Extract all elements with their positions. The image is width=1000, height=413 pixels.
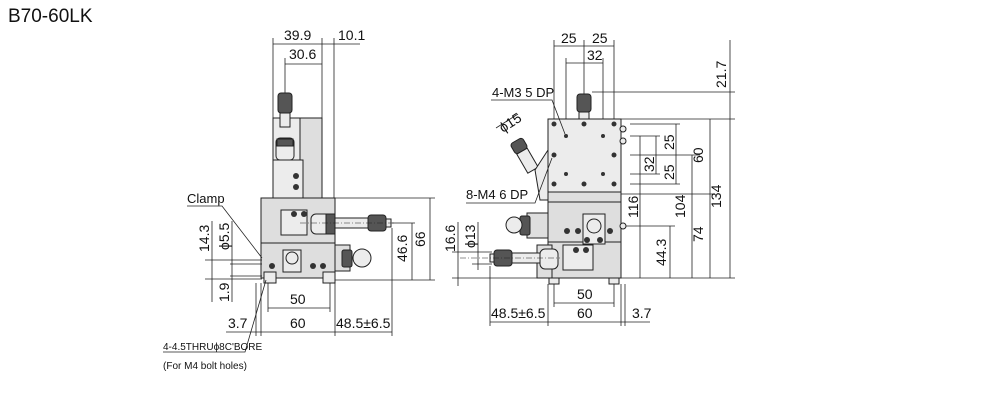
dim-16-6: 16.6 [442,225,458,252]
m4-hole-pattern [551,121,617,187]
screw-icon [291,211,297,217]
dim-dia-13: ϕ13 [462,224,478,248]
dim-116: 116 [625,195,641,218]
screw-icon [269,263,275,269]
angled-micrometer [510,137,539,174]
screw-icon [564,228,570,234]
dim-side-32: 32 [641,156,657,172]
foot [548,277,560,285]
dim-3-7-right: 3.7 [632,305,652,321]
dim-74: 74 [690,226,706,242]
dim-21-7: 21.7 [713,61,729,88]
dim-50: 50 [290,291,306,307]
dim-dia-5-5: ϕ5.5 [216,222,232,250]
dim-top-32: 32 [587,47,603,63]
dim-side-25-b: 25 [661,164,677,180]
dim-46-6: 46.6 [394,235,410,262]
table-base [547,191,622,203]
dim-dia-15: ϕ15 [496,109,525,135]
screw-icon [310,263,316,269]
bolt-hole-note: (For M4 bolt holes) [163,361,247,372]
screw-icon [583,247,589,253]
angled-mount [534,148,549,201]
dim-top-25-b: 25 [592,30,608,46]
micrometer-knob-icon [576,93,592,113]
dim-travel: 48.5±6.5 [336,315,391,331]
bolt-hole-spec: 4-4.5THRUϕ8C'BORE [163,342,263,353]
screw-icon [597,237,603,243]
screw-icon [607,228,613,234]
screw-icon [293,184,299,190]
foot [263,271,277,284]
screw-icon [301,211,307,217]
micrometer-sleeve [279,112,291,128]
dim-60: 60 [290,315,306,331]
dim-14-3: 14.3 [196,225,212,252]
screw-icon [573,247,579,253]
dim-134: 134 [708,184,724,208]
dim-3-7: 3.7 [228,315,248,331]
dim-travel-right: 48.5±6.5 [491,305,546,321]
dim-10-1: 10.1 [338,27,365,43]
side-screw-icon [619,222,627,230]
clamp-knob-icon [285,251,299,265]
right-view: 25 25 32 21.7 32 25 25 60 116 104 74 134… [442,30,735,326]
dim-1-9: 1.9 [216,282,232,302]
dim-44-3: 44.3 [653,239,669,266]
dim-top-25-a: 25 [561,30,577,46]
screw-icon [584,237,590,243]
m3-holes-label: 4-M3 5 DP [492,85,554,100]
foot [608,277,620,285]
drawing-title: B70-60LK [8,6,93,27]
screw-icon [293,173,299,179]
m3-hole-pattern [564,134,605,176]
micrometer-knurl-icon [341,249,353,268]
top-table [547,118,622,193]
screw-icon [575,228,581,234]
dim-side-60: 60 [690,147,706,163]
screw-icon [320,263,326,269]
micrometer-knob-icon [277,92,293,114]
micrometer-thimble [539,248,559,270]
z-axis-carriage [272,159,304,199]
dim-104: 104 [672,194,688,218]
dim-60-right: 60 [577,305,593,321]
m4-holes-label: 8-M4 6 DP [466,187,528,202]
foot [322,271,336,284]
side-screw-icon [619,125,627,133]
side-screw-icon [619,137,627,145]
micrometer-sleeve [578,111,590,120]
dim-66: 66 [412,231,428,247]
clamp-label: Clamp [187,191,225,206]
left-view: 39.9 30.6 10.1 46.6 66 14.3 ϕ5.5 1.9 50 … [163,27,435,372]
dim-30-6: 30.6 [289,46,316,62]
micrometer-end-icon [505,216,523,234]
dim-side-25-a: 25 [661,134,677,150]
clamp-knob-icon [586,218,602,234]
micrometer-knurl-icon [276,138,294,147]
micrometer-knurl-icon [325,213,336,235]
micrometer-end-icon [352,248,372,268]
dim-39-9: 39.9 [284,27,311,43]
micrometer-sleeve [516,147,539,174]
dim-50-right: 50 [577,286,593,302]
